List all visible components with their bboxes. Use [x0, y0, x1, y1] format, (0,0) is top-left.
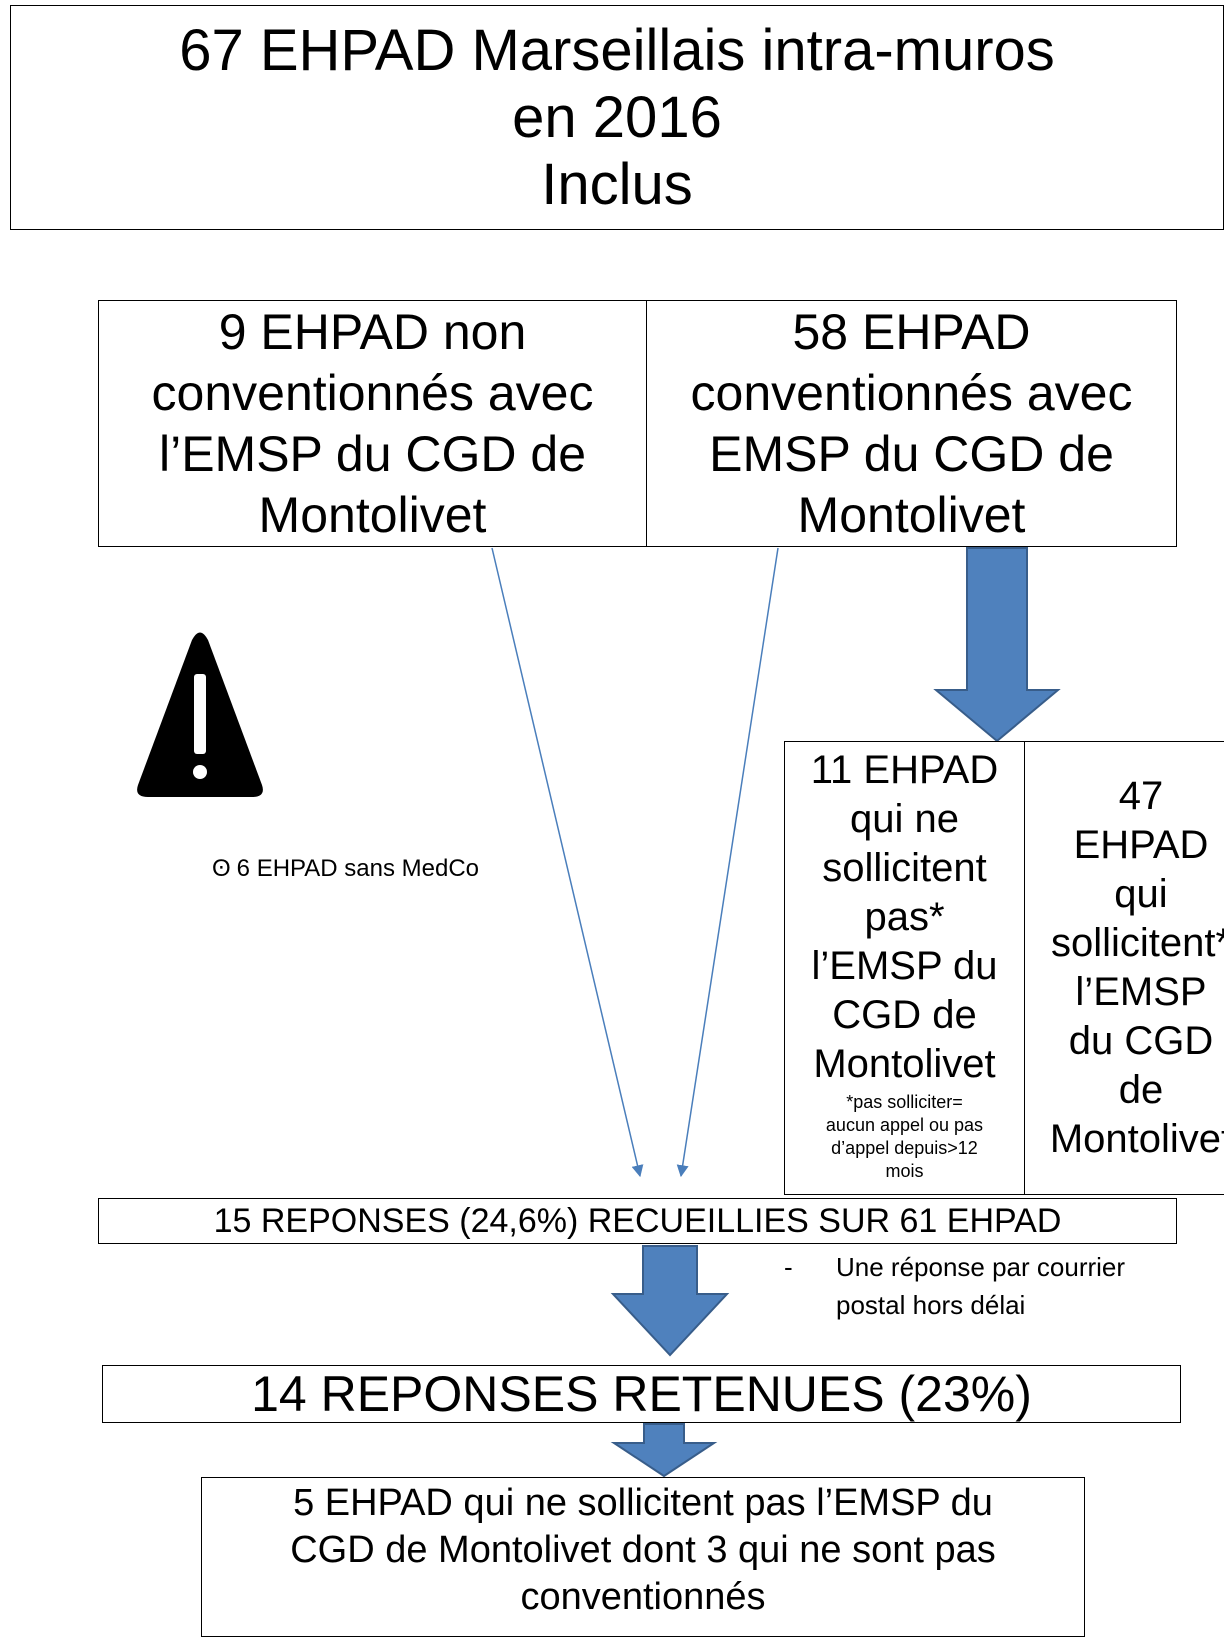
box-47-line-8: Montolivet: [1049, 1117, 1224, 1161]
right-top-line-3: EMSP du CGD de: [709, 425, 1114, 482]
title-box-67-ehpad: 67 EHPAD Marseillais intra-muros en 2016…: [10, 5, 1224, 230]
box-5-line-3: conventionnés: [520, 1576, 766, 1618]
box-58-ehpad-conventionnes: 58 EHPAD conventionnés avec EMSP du CGD …: [646, 300, 1177, 547]
box-5-ehpad-ne-sollicitent-pas: 5 EHPAD qui ne sollicitent pas l’EMSP du…: [201, 1477, 1085, 1637]
box-5-line-1: 5 EHPAD qui ne sollicitent pas l’EMSP du: [293, 1482, 993, 1524]
box-15-reponses-recueillies: 15 REPONSES (24,6%) RECUEILLIES SUR 61 E…: [98, 1198, 1177, 1244]
box-14-text: 14 REPONSES RETENUES (23%): [251, 1366, 1032, 1422]
right-top-line-4: Montolivet: [797, 486, 1026, 543]
dash-bullet: -: [784, 1252, 793, 1282]
box-11-line-1: 11 EHPAD: [810, 748, 999, 792]
box-47-line-5: l’EMSP: [1075, 970, 1207, 1014]
title-line-2: en 2016: [512, 85, 722, 150]
box-11-footnote-1: *pas solliciter=: [846, 1092, 963, 1112]
thin-arrow-right: [676, 547, 779, 1178]
circle-bullet-icon: ʘ: [212, 855, 231, 882]
thin-arrow-left: [491, 547, 644, 1178]
box-15-text: 15 REPONSES (24,6%) RECUEILLIES SUR 61 E…: [213, 1202, 1062, 1240]
box-47-line-4: sollicitent*: [1050, 921, 1224, 965]
left-top-line-2: conventionnés avec: [151, 364, 594, 421]
block-arrow-down-14-to-5: [610, 1423, 718, 1478]
box-47-line-7: de: [1118, 1068, 1164, 1112]
box-11-line-6: CGD de: [832, 993, 977, 1037]
right-top-line-1: 58 EHPAD: [792, 303, 1031, 360]
right-top-line-2: conventionnés avec: [690, 364, 1133, 421]
box-11-footnote-3: d’appel depuis>12: [831, 1138, 978, 1158]
medco-note-text: 6 EHPAD sans MedCo: [236, 855, 479, 882]
title-line-3: Inclus: [541, 152, 693, 217]
block-arrow-down-15-to-14: [610, 1245, 730, 1357]
left-top-line-1: 9 EHPAD non: [218, 303, 527, 360]
box-47-line-1: 47: [1118, 774, 1164, 818]
left-top-line-4: Montolivet: [258, 486, 487, 543]
box-11-line-2: qui ne: [850, 797, 959, 841]
warning-triangle-icon: [137, 632, 263, 797]
block-arrow-down-58-to-split: [933, 547, 1061, 743]
title-line-1: 67 EHPAD Marseillais intra-muros: [179, 18, 1055, 83]
box-11-line-7: Montolivet: [813, 1042, 996, 1086]
box-11-line-5: l’EMSP du: [811, 944, 998, 988]
box-14-reponses-retenues: 14 REPONSES RETENUES (23%): [102, 1365, 1181, 1423]
late-note-line-2: postal hors délai: [836, 1290, 1026, 1320]
box-9-ehpad-non-conventionnes: 9 EHPAD non conventionnés avec l’EMSP du…: [98, 300, 647, 547]
box-47-ehpad-sollicitent: 47 EHPAD qui sollicitent* l’EMSP du CGD …: [1024, 741, 1224, 1195]
box-11-ehpad-ne-sollicitent-pas: 11 EHPAD qui ne sollicitent pas* l’EMSP …: [784, 741, 1025, 1195]
box-11-footnote-4: mois: [885, 1161, 924, 1181]
box-11-line-3: sollicitent: [822, 846, 987, 890]
box-47-line-2: EHPAD: [1073, 823, 1209, 867]
box-5-line-2: CGD de Montolivet dont 3 qui ne sont pas: [290, 1529, 996, 1571]
box-47-line-3: qui: [1114, 872, 1168, 916]
box-47-line-6: du CGD: [1068, 1019, 1214, 1063]
late-response-note: - Une réponse par courrier postal hors d…: [784, 1248, 1125, 1324]
left-top-line-3: l’EMSP du CGD de: [158, 425, 587, 482]
late-note-line-1: Une réponse par courrier: [836, 1252, 1126, 1282]
box-11-footnote-2: aucun appel ou pas: [825, 1115, 984, 1135]
box-11-line-4: pas*: [864, 895, 945, 939]
